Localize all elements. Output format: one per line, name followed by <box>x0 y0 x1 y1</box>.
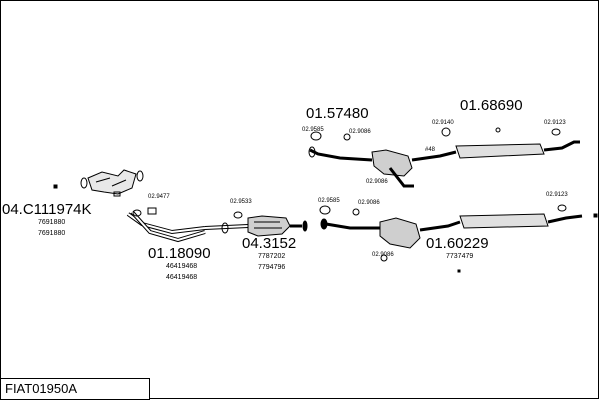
front-pipe-drawing <box>126 207 206 243</box>
fitting-label: 02.9086 <box>372 252 394 258</box>
middle-lower-ref-1: 7737479 <box>446 253 473 260</box>
diagram-code: FIAT01950A <box>5 381 78 396</box>
catalyst-part-number: 04.3152 <box>242 235 296 252</box>
fitting-label: 02.9086 <box>349 129 371 135</box>
lower-system-drawing <box>319 204 598 273</box>
rear-upper-part-number: 01.68690 <box>460 97 523 114</box>
middle-lower-part-number: 01.60229 <box>426 235 489 252</box>
fitting-label: 02.9086 <box>366 179 388 185</box>
middle-upper-part-number: 01.57480 <box>306 105 369 122</box>
fitting-label: 02.9477 <box>148 194 170 200</box>
exhaust-diagram: 04.C111974K 7691880 7691880 01.18090 464… <box>2 97 598 281</box>
catalyst-ref-1: 7787202 <box>258 253 285 260</box>
fitting-label: 02.9123 <box>546 192 568 198</box>
manifold-ref-1: 7691880 <box>38 219 65 226</box>
fitting-label: 02.9140 <box>432 120 454 126</box>
front-pipe-ref-2: 46419468 <box>166 274 197 281</box>
manifold-part-number: 04.C111974K <box>2 201 92 218</box>
exhaust-manifold-drawing <box>53 169 144 197</box>
front-pipe-part-number: 01.18090 <box>148 245 211 262</box>
manifold-ref-2: 7691880 <box>38 230 65 237</box>
fitting-label: 02.9086 <box>358 200 380 206</box>
fitting-label: #48 <box>425 147 436 153</box>
catalytic-converter-drawing <box>204 211 308 237</box>
fitting-label: 02.9533 <box>230 199 252 205</box>
fitting-label: 02.9123 <box>544 120 566 126</box>
fitting-label: 02.9585 <box>302 127 324 133</box>
catalyst-ref-2: 7794796 <box>258 264 285 271</box>
diagram-code-box: FIAT01950A <box>0 378 150 400</box>
front-pipe-ref-1: 46419468 <box>166 263 197 270</box>
upper-system-drawing <box>308 127 580 188</box>
fitting-label: 02.9585 <box>318 198 340 204</box>
